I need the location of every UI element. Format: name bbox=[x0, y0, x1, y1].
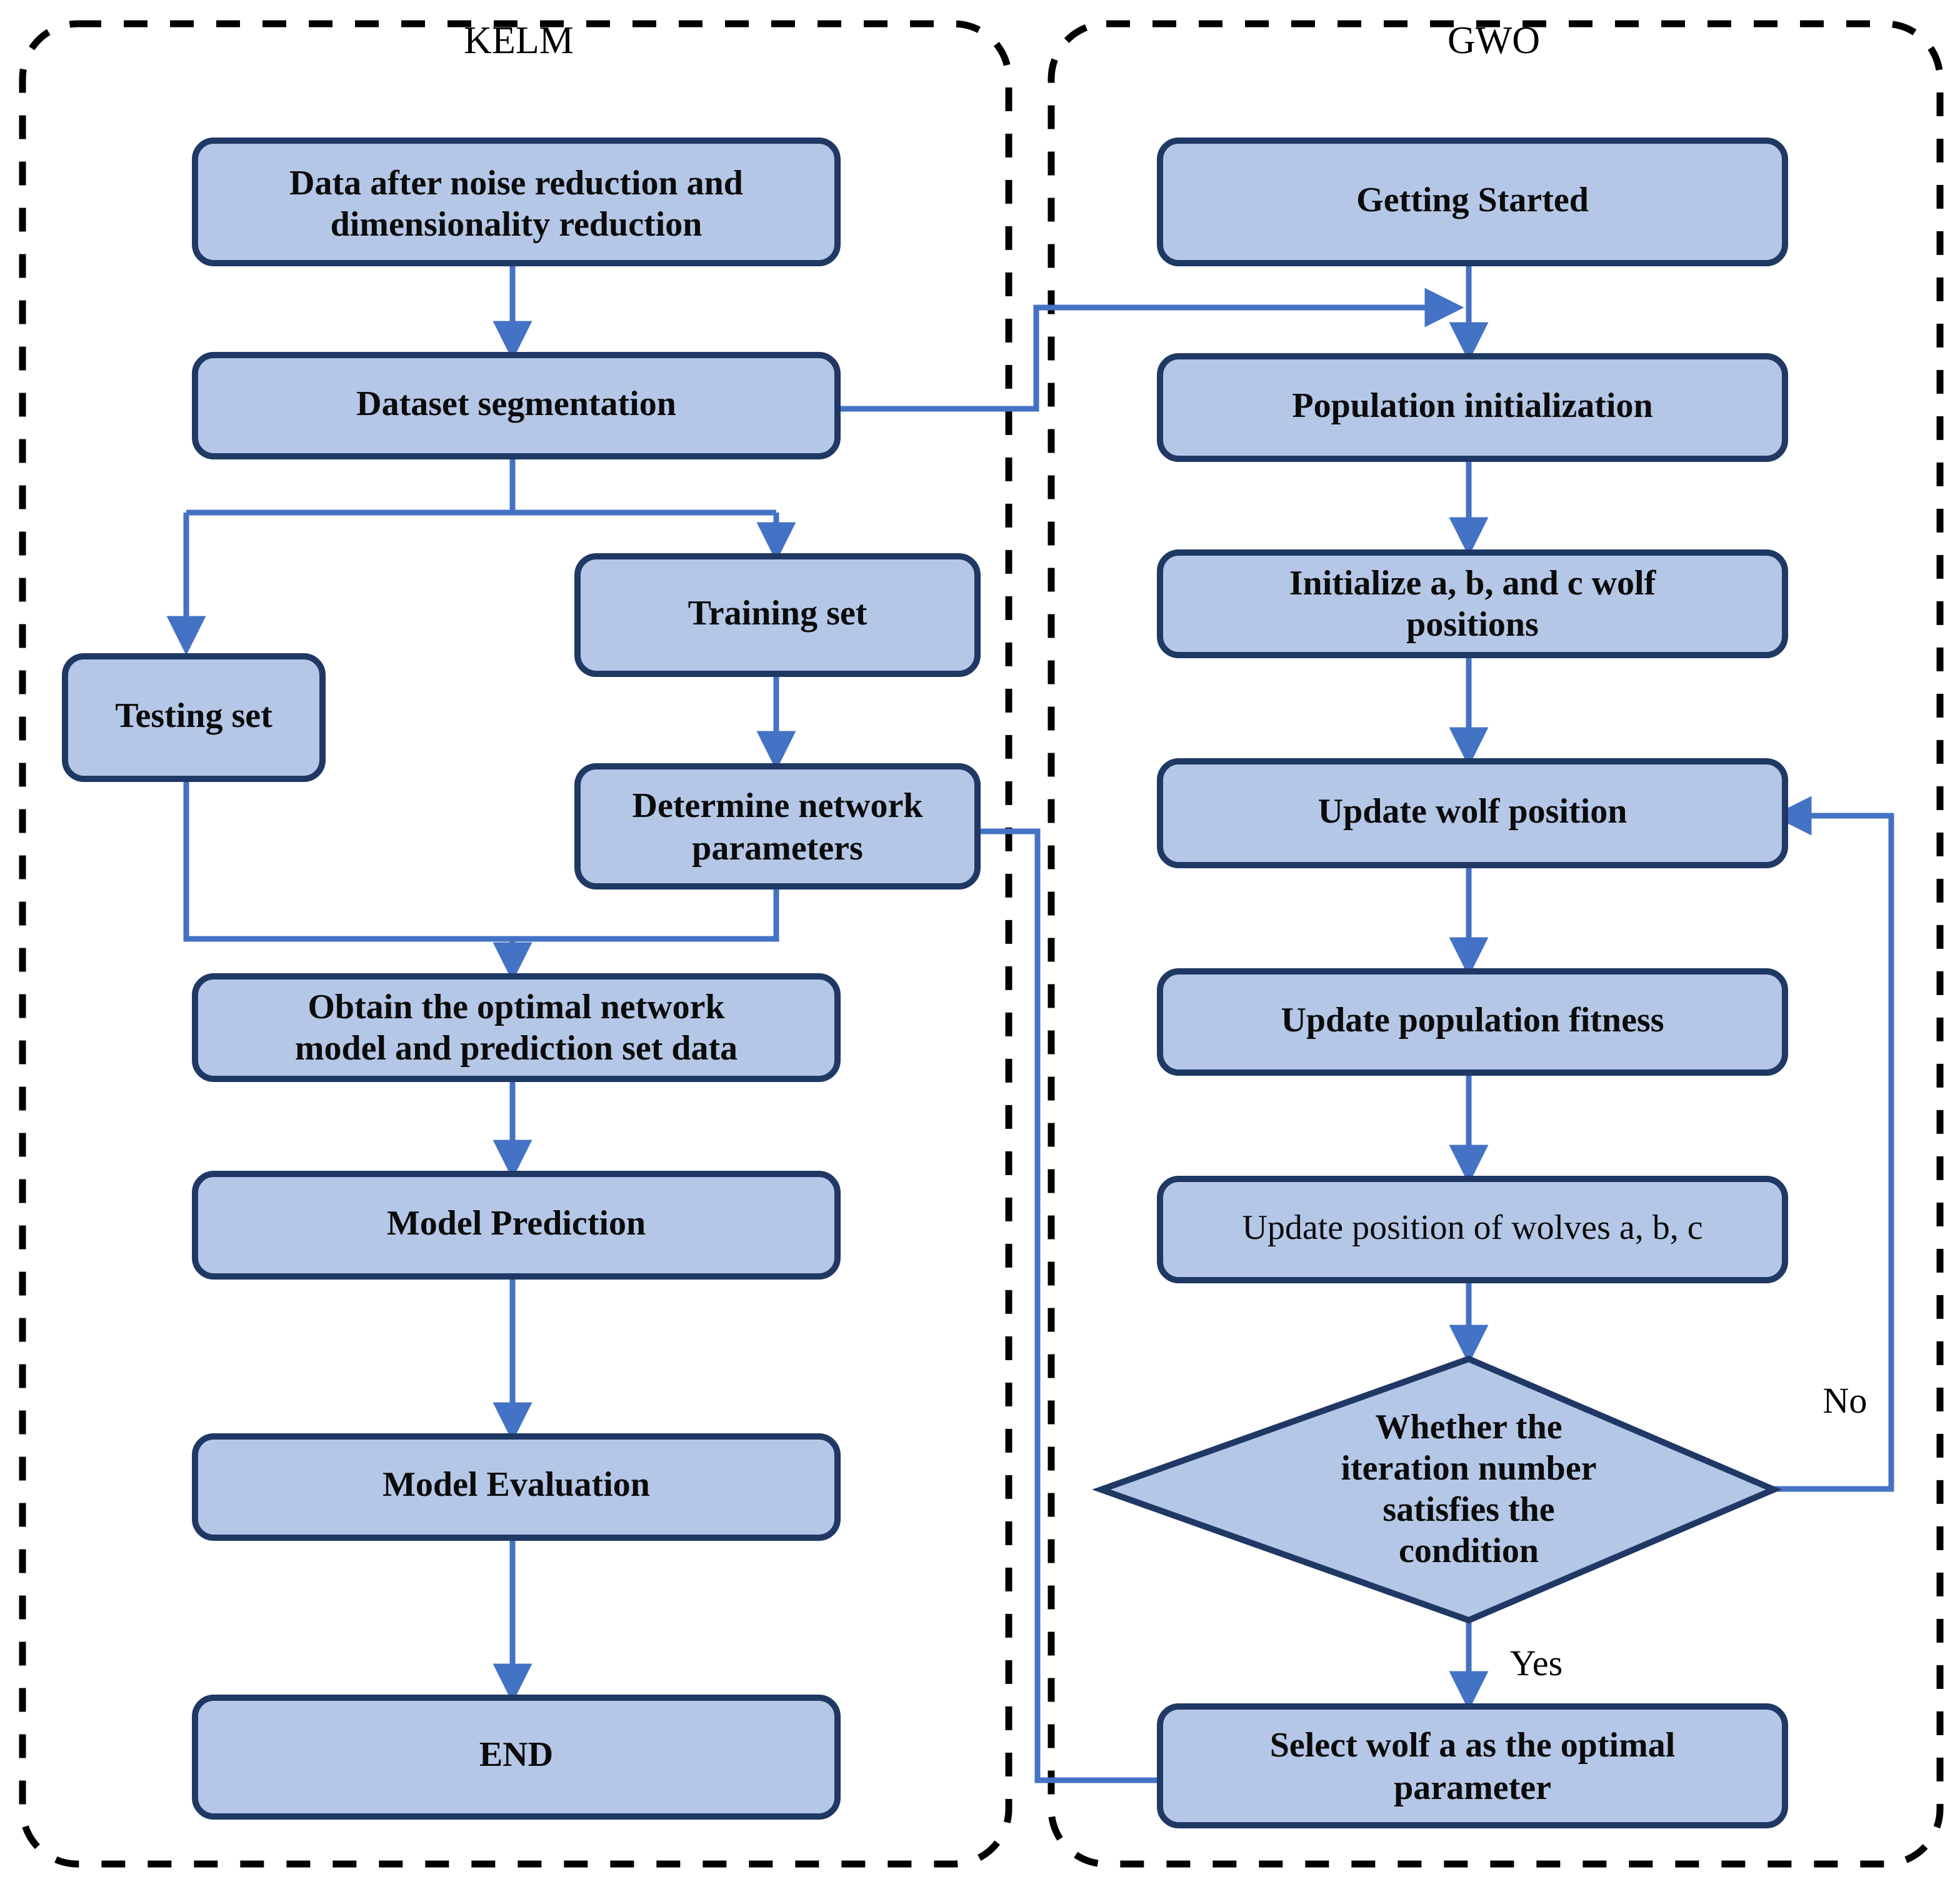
panel-kelm-title: KELM bbox=[464, 19, 574, 62]
node-label: Training set bbox=[688, 594, 868, 633]
panel-kelm: KELM bbox=[19, 19, 1012, 1868]
node-shape bbox=[1092, 1355, 1782, 1624]
node-initialize-wolf-positions[interactable]: Initialize a, b, and c wolf positions bbox=[1157, 549, 1788, 658]
node-shape bbox=[1157, 968, 1788, 1076]
node-label-line-1: Data after noise reduction and bbox=[289, 164, 743, 203]
node-dataset-segmentation[interactable]: Dataset segmentation bbox=[192, 352, 841, 459]
node-shape bbox=[192, 1171, 841, 1280]
node-label-line-1: Select wolf a as the optimal bbox=[1270, 1726, 1676, 1765]
panel-kelm-border bbox=[19, 20, 1012, 1868]
node-label-line-1: Whether the bbox=[1375, 1408, 1562, 1446]
node-shape bbox=[574, 763, 981, 889]
node-shape bbox=[1157, 549, 1788, 658]
node-shape bbox=[192, 1695, 841, 1820]
edge-label-yes: Yes bbox=[1510, 1643, 1562, 1683]
panel-gwo: GWO bbox=[1048, 19, 1944, 1868]
node-shape bbox=[192, 138, 841, 266]
node-getting-started[interactable]: Getting Started bbox=[1157, 138, 1788, 266]
edge-n2-g2 bbox=[831, 288, 1464, 412]
node-label: Update position of wolves a, b, c bbox=[1242, 1208, 1702, 1247]
node-label-line-2: model and prediction set data bbox=[295, 1029, 738, 1068]
node-label: Testing set bbox=[115, 696, 272, 735]
node-label: END bbox=[479, 1735, 553, 1774]
node-shape bbox=[574, 553, 981, 677]
node-label-line-1: Initialize a, b, and c wolf bbox=[1289, 564, 1657, 603]
node-model-evaluation[interactable]: Model Evaluation bbox=[192, 1433, 841, 1541]
node-label-line-2: positions bbox=[1406, 605, 1539, 644]
edge-g8-n5 bbox=[832, 811, 1168, 1783]
edge-g7-g4-no bbox=[1772, 796, 1894, 1492]
node-label-line-2: iteration number bbox=[1341, 1449, 1596, 1488]
node-shape bbox=[192, 352, 841, 459]
node-shape bbox=[1157, 353, 1788, 462]
node-shape bbox=[62, 653, 326, 782]
panel-gwo-title: GWO bbox=[1448, 19, 1540, 62]
node-label: Population initialization bbox=[1292, 386, 1652, 425]
edge-label-no: No bbox=[1823, 1380, 1868, 1421]
node-shape bbox=[1157, 138, 1788, 266]
node-update-wolf-position[interactable]: Update wolf position bbox=[1157, 758, 1788, 868]
node-label-line-2: parameters bbox=[692, 829, 863, 868]
node-shape bbox=[1157, 1703, 1788, 1828]
node-data-after-noise-reduction[interactable]: Data after noise reduction and dimension… bbox=[192, 138, 841, 266]
node-update-position-of-wolves[interactable]: Update position of wolves a, b, c bbox=[1157, 1176, 1788, 1283]
node-label: Dataset segmentation bbox=[356, 384, 676, 423]
edge-n4-merge bbox=[183, 778, 512, 942]
node-label-line-4: condition bbox=[1399, 1531, 1539, 1570]
node-shape bbox=[1157, 1176, 1788, 1283]
node-end[interactable]: END bbox=[192, 1695, 841, 1820]
node-label: Update wolf position bbox=[1318, 792, 1628, 831]
edge-n5-merge bbox=[512, 886, 779, 942]
node-testing-set[interactable]: Testing set bbox=[62, 653, 326, 782]
node-label-line-1: Determine network bbox=[632, 786, 924, 825]
node-select-optimal-wolf[interactable]: Select wolf a as the optimal parameter bbox=[1157, 1703, 1788, 1828]
node-label-line-2: dimensionality reduction bbox=[331, 205, 702, 244]
node-shape bbox=[192, 973, 841, 1082]
node-label: Update population fitness bbox=[1281, 1001, 1664, 1040]
panel-gwo-border bbox=[1048, 20, 1944, 1868]
node-iteration-condition-decision[interactable]: Whether the iteration number satisfies t… bbox=[1092, 1355, 1782, 1624]
node-training-set[interactable]: Training set bbox=[574, 553, 981, 677]
node-label: Model Prediction bbox=[387, 1204, 646, 1243]
node-determine-network-parameters[interactable]: Determine network parameters bbox=[574, 763, 981, 889]
node-population-initialization[interactable]: Population initialization bbox=[1157, 353, 1788, 462]
node-label-line-3: satisfies the bbox=[1382, 1490, 1554, 1529]
node-label-line-2: parameter bbox=[1394, 1768, 1551, 1807]
node-shape bbox=[1157, 758, 1788, 868]
node-label-line-1: Obtain the optimal network bbox=[308, 988, 725, 1026]
node-model-prediction[interactable]: Model Prediction bbox=[192, 1171, 841, 1280]
node-label: Model Evaluation bbox=[382, 1465, 650, 1504]
node-update-population-fitness[interactable]: Update population fitness bbox=[1157, 968, 1788, 1076]
node-label: Getting Started bbox=[1356, 181, 1589, 219]
node-shape bbox=[192, 1433, 841, 1541]
node-obtain-optimal-network-model[interactable]: Obtain the optimal network model and pre… bbox=[192, 973, 841, 1082]
